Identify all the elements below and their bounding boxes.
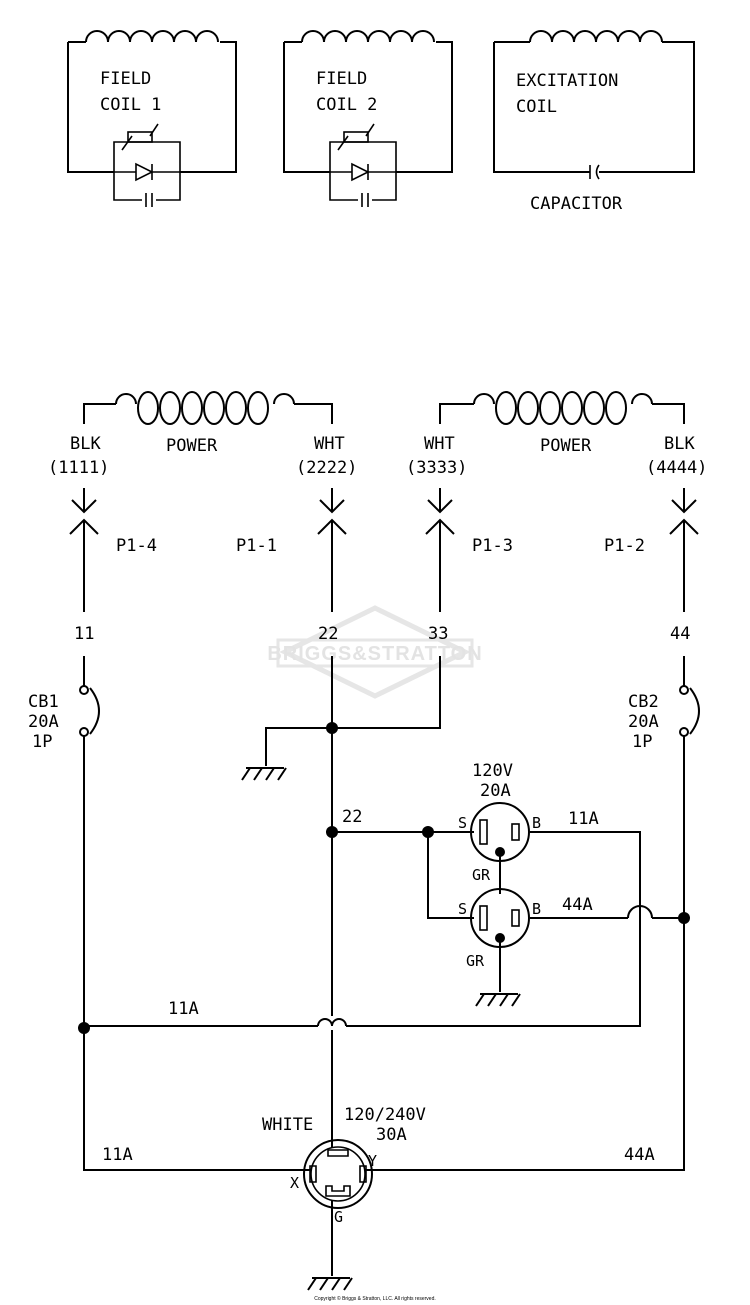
twistlock-outlet-240v: WHITE 120/240V 30A X Y G	[262, 1105, 426, 1226]
copyright-notice: Copyright © Briggs & Stratton, LLC. All …	[314, 1295, 436, 1302]
outlet-120-s-top: S	[458, 814, 467, 832]
ground-symbol-3	[307, 1277, 353, 1291]
wire-label-22: 22	[342, 807, 362, 827]
power-winding-right: POWER WHT (3333) BLK (4444)	[406, 391, 707, 478]
wire-code-3333: (3333)	[406, 458, 467, 478]
cb1-pole: 1P	[32, 732, 52, 752]
outlet-120-gr-top: GR	[472, 866, 491, 884]
wire-color-wht-right: WHT	[424, 434, 455, 454]
outlet-120-voltage: 120V	[472, 761, 513, 781]
wire-number-11: 11	[74, 624, 94, 644]
excitation-coil: EXCITATION COIL CAPACITOR	[493, 30, 695, 214]
wire-label-11a-bottom: 11A	[102, 1145, 133, 1165]
pin-p1-2: P1-2	[604, 536, 645, 556]
rectifier-diode-2	[329, 123, 397, 207]
cb2-pole: 1P	[632, 732, 652, 752]
outlet-240-y: Y	[368, 1152, 377, 1170]
wire-color-blk-right: BLK	[664, 434, 695, 454]
wire-code-1111: (1111)	[48, 458, 109, 478]
circuit-breaker-cb1	[79, 685, 100, 737]
rectifier-diode-1	[113, 123, 181, 207]
duplex-outlet-120v: 120V 20A S B GR S B GR	[458, 761, 541, 970]
field-coil-2: FIELD COIL 2	[283, 30, 453, 207]
outlet-120-s-bottom: S	[458, 900, 467, 918]
excitation-coil-line1: EXCITATION	[516, 71, 618, 91]
watermark-logo: BRIGGS&STRATTON	[267, 605, 482, 699]
outlet-240-g: G	[334, 1208, 343, 1226]
outlet-240-voltage: 120/240V	[344, 1105, 426, 1125]
outlet-120-b-top: B	[532, 814, 541, 832]
watermark-text: BRIGGS&STRATTON	[267, 643, 482, 665]
outlet-120-gr-bottom: GR	[466, 952, 485, 970]
cb1-label: CB1	[28, 692, 59, 712]
cb1-rating: 20A	[28, 712, 59, 732]
ground-symbol-2	[475, 993, 521, 1007]
wire-number-33: 33	[428, 624, 448, 644]
outlet-120-b-bottom: B	[532, 900, 541, 918]
wire-code-4444: (4444)	[646, 458, 707, 478]
power-label-right: POWER	[540, 436, 592, 456]
power-winding-left: POWER BLK (1111) WHT (2222)	[48, 391, 357, 478]
connector-p1: P1-4 P1-1 P1-3 P1-2 11 22 33 44	[69, 488, 699, 644]
field-coil-1-line2: COIL 1	[100, 95, 161, 115]
ground-symbol-1	[241, 767, 287, 781]
pin-p1-1: P1-1	[236, 536, 277, 556]
cb2-rating: 20A	[628, 712, 659, 732]
field-coil-2-line1: FIELD	[316, 69, 367, 89]
cb2-label: CB2	[628, 692, 659, 712]
wire-color-blk-left: BLK	[70, 434, 101, 454]
wire-label-11a-bus: 11A	[168, 999, 199, 1019]
wire-label-44a-mid: 44A	[562, 895, 593, 915]
wire-color-wht-left: WHT	[314, 434, 345, 454]
outlet-240-x: X	[290, 1174, 299, 1192]
field-coil-1: FIELD COIL 1	[67, 30, 237, 207]
outlet-240-color: WHITE	[262, 1115, 313, 1135]
wire-number-22: 22	[318, 624, 338, 644]
wire-label-44a-bottom: 44A	[624, 1145, 655, 1165]
power-label-left: POWER	[166, 436, 218, 456]
wire-number-44: 44	[670, 624, 690, 644]
excitation-coil-line2: COIL	[516, 97, 557, 117]
field-coil-2-line2: COIL 2	[316, 95, 377, 115]
outlet-120-amps: 20A	[480, 781, 511, 801]
capacitor-symbol	[589, 164, 600, 180]
wire-code-2222: (2222)	[296, 458, 357, 478]
main-wiring	[78, 656, 700, 1276]
field-coil-1-line1: FIELD	[100, 69, 151, 89]
pin-p1-4: P1-4	[116, 536, 157, 556]
wire-label-11a-top: 11A	[568, 809, 599, 829]
circuit-breaker-cb2	[679, 685, 700, 737]
capacitor-label: CAPACITOR	[530, 194, 623, 214]
pin-p1-3: P1-3	[472, 536, 513, 556]
outlet-240-amps: 30A	[376, 1125, 407, 1145]
